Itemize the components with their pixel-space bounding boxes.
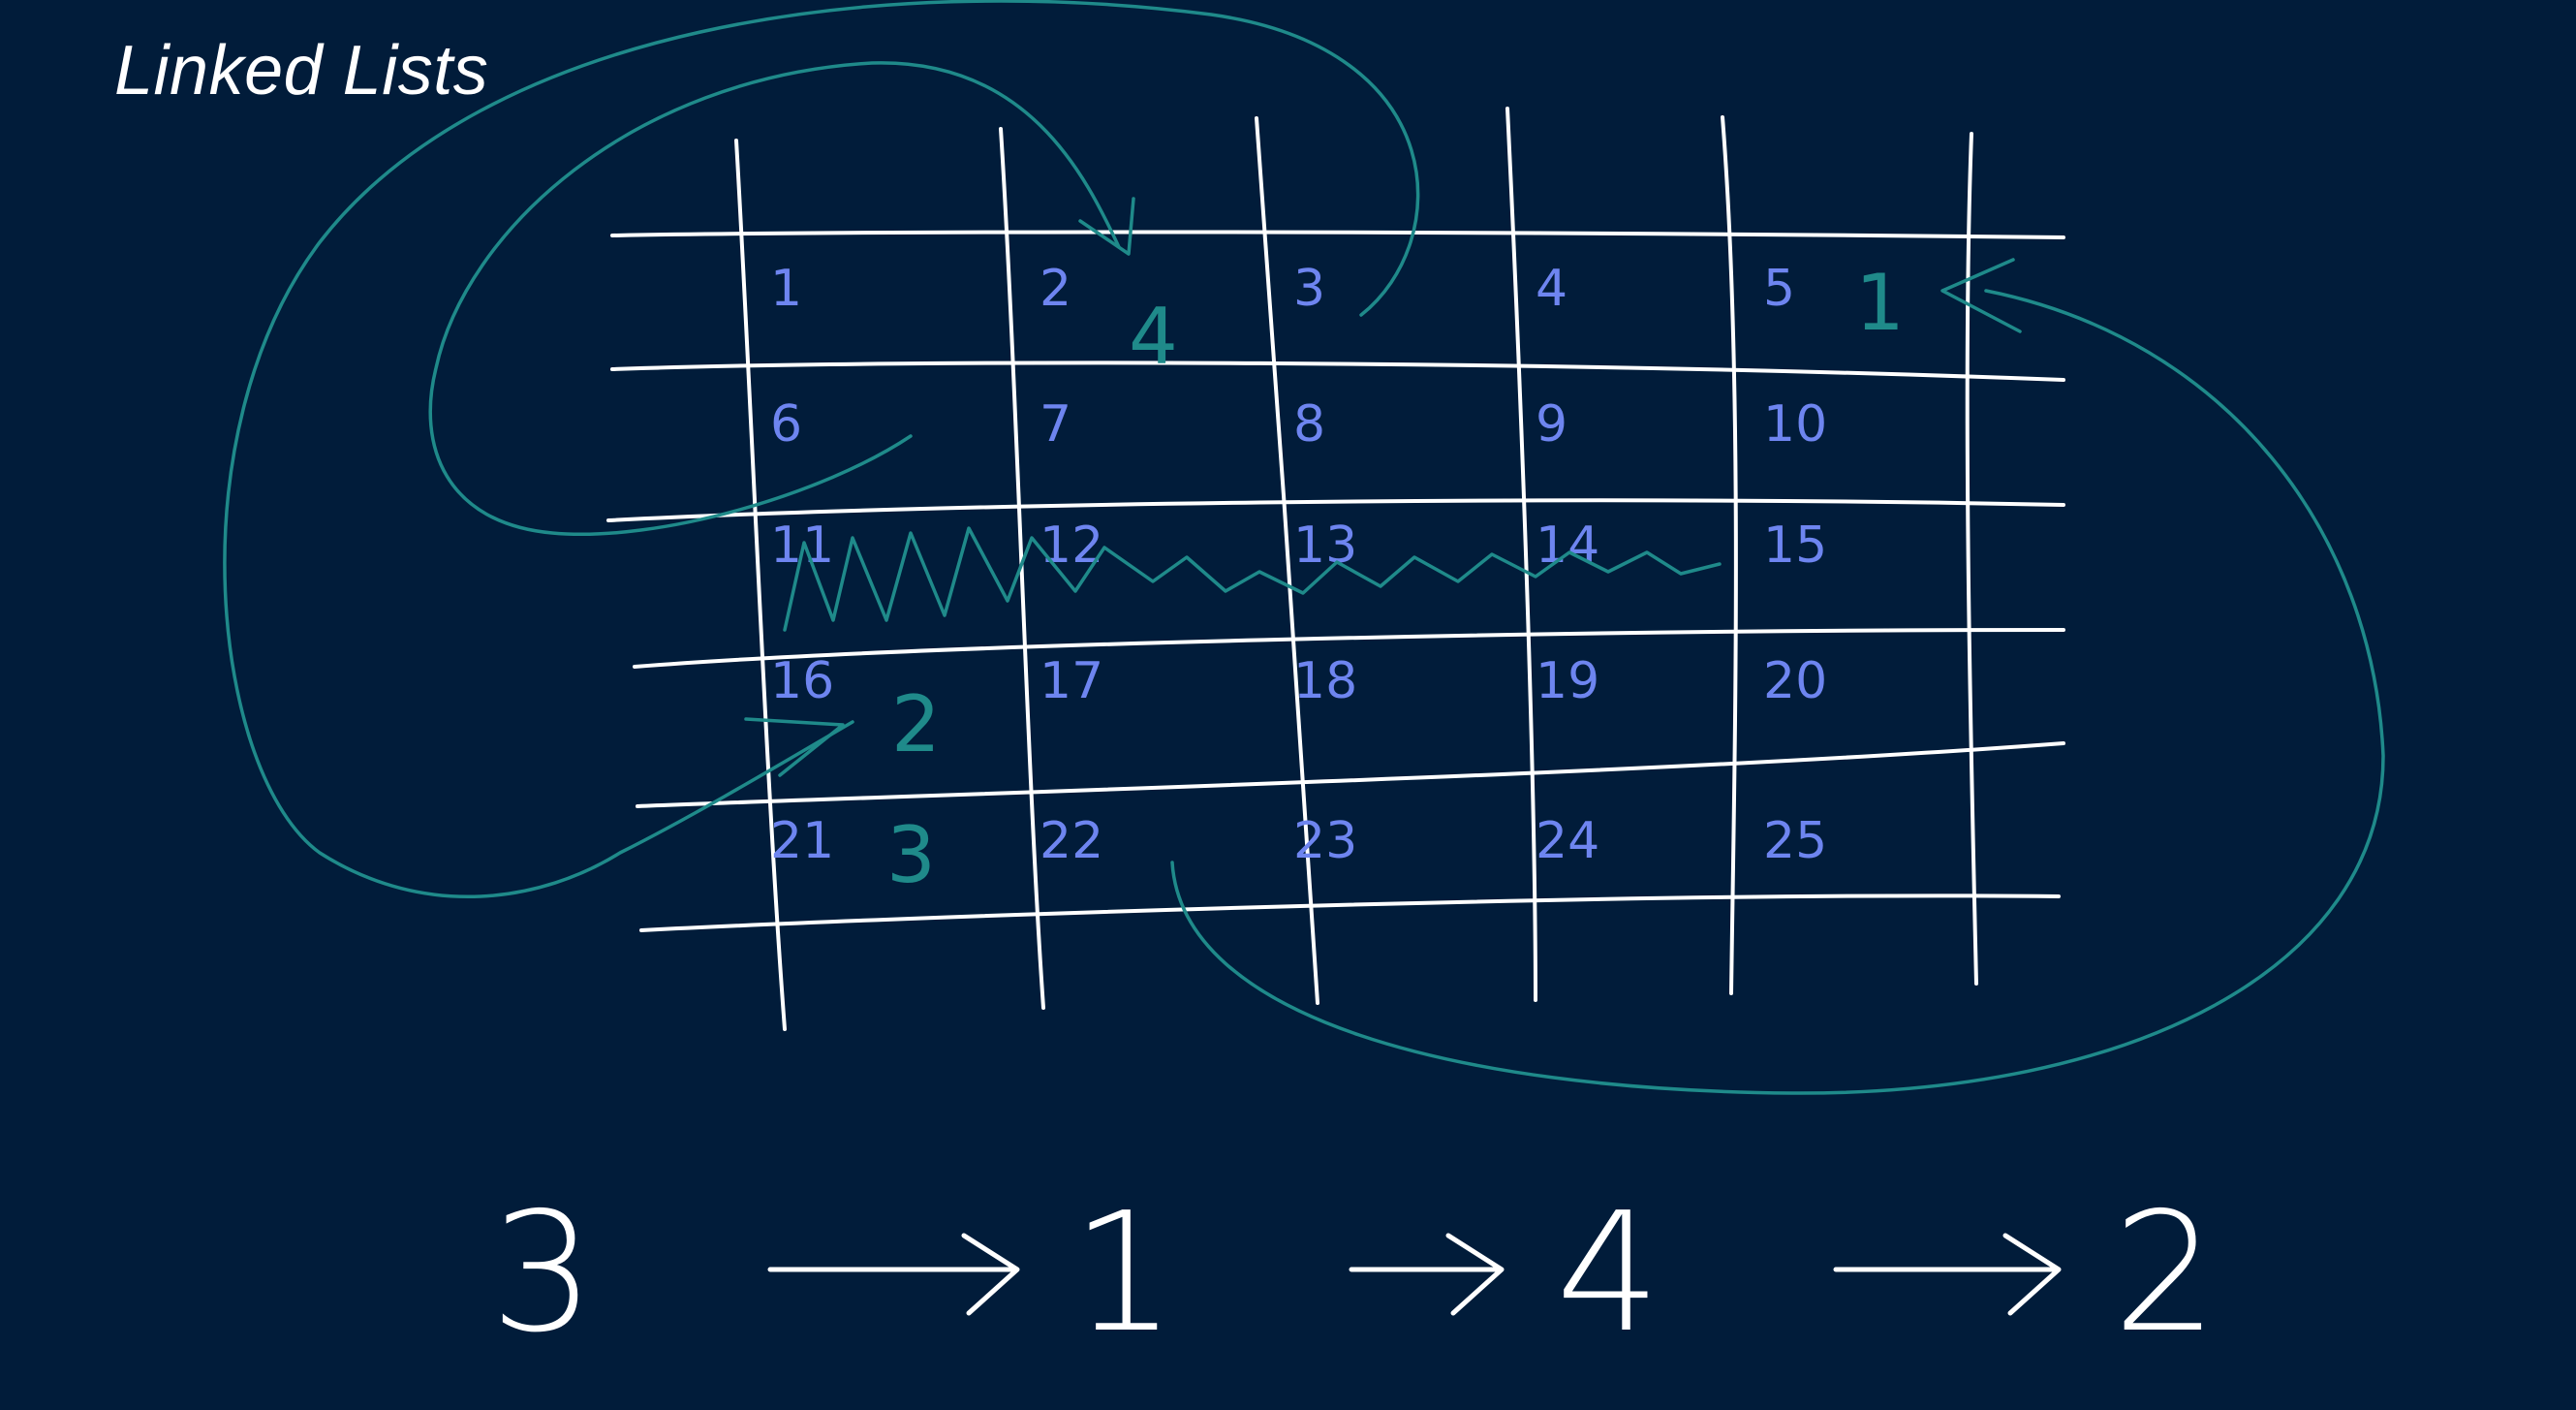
- grid-vline: [1721, 115, 1738, 995]
- right-arrow-icon: [767, 1233, 1020, 1316]
- order-mark-3: 3: [886, 810, 936, 900]
- arrow-head: [1940, 258, 2022, 333]
- cell-number-15: 15: [1763, 517, 1827, 575]
- cell-number-18: 18: [1293, 652, 1357, 710]
- page-title: Linked Lists: [114, 32, 489, 110]
- grid-vline: [1505, 107, 1537, 1002]
- grid-hline: [610, 360, 2065, 382]
- cell-number-9: 9: [1536, 395, 1567, 454]
- zigzag-scribble: [783, 526, 1722, 632]
- cell-number-6: 6: [770, 395, 802, 454]
- grid-vline: [1965, 132, 1978, 986]
- cell-number-5: 5: [1763, 260, 1795, 318]
- grid-vline: [1255, 116, 1319, 1005]
- cell-number-8: 8: [1293, 395, 1325, 454]
- cell-number-2: 2: [1040, 260, 1071, 318]
- sequence-node-1: 1: [1071, 1177, 1176, 1369]
- arrow-head: [1078, 197, 1135, 256]
- right-arrow-icon: [1349, 1233, 1505, 1316]
- loop-curve: [223, 0, 1420, 899]
- cell-number-16: 16: [770, 652, 834, 710]
- grid-vline: [734, 139, 787, 1031]
- grid-vline: [999, 127, 1045, 1010]
- sequence-node-3: 3: [490, 1177, 595, 1369]
- cell-number-21: 21: [770, 812, 834, 870]
- cell-number-19: 19: [1536, 652, 1599, 710]
- cell-number-1: 1: [770, 260, 802, 318]
- right-arrow-icon: [1833, 1233, 2062, 1316]
- cell-number-23: 23: [1293, 812, 1357, 870]
- grid-hline: [639, 893, 2061, 932]
- sequence-node-4: 4: [1556, 1177, 1660, 1369]
- grid-hline: [636, 741, 2065, 808]
- order-mark-2: 2: [891, 679, 941, 769]
- grid-hline: [606, 498, 2065, 522]
- loop-curve: [428, 61, 1121, 536]
- loop-curve: [1170, 289, 2385, 1095]
- linked-list-sequence: 3 1 4 2: [490, 1177, 2218, 1369]
- arrow-head: [744, 717, 845, 777]
- cell-number-17: 17: [1040, 652, 1103, 710]
- cell-number-24: 24: [1536, 812, 1599, 870]
- cell-number-4: 4: [1536, 260, 1567, 318]
- cell-number-25: 25: [1763, 812, 1827, 870]
- cell-number-20: 20: [1763, 652, 1827, 710]
- cell-number-7: 7: [1040, 395, 1071, 454]
- order-mark-4: 4: [1129, 292, 1178, 382]
- order-mark-1: 1: [1855, 258, 1905, 348]
- cell-number-3: 3: [1293, 260, 1325, 318]
- grid-hline: [633, 628, 2065, 669]
- cell-number-10: 10: [1763, 395, 1827, 454]
- sequence-node-2: 2: [2113, 1177, 2218, 1369]
- ink-path: [223, 0, 2385, 1095]
- grid-lines: [606, 107, 2065, 1031]
- cell-number-13: 13: [1293, 517, 1357, 575]
- cell-number-14: 14: [1536, 517, 1599, 575]
- cell-number-22: 22: [1040, 812, 1103, 870]
- grid-hline: [610, 230, 2065, 239]
